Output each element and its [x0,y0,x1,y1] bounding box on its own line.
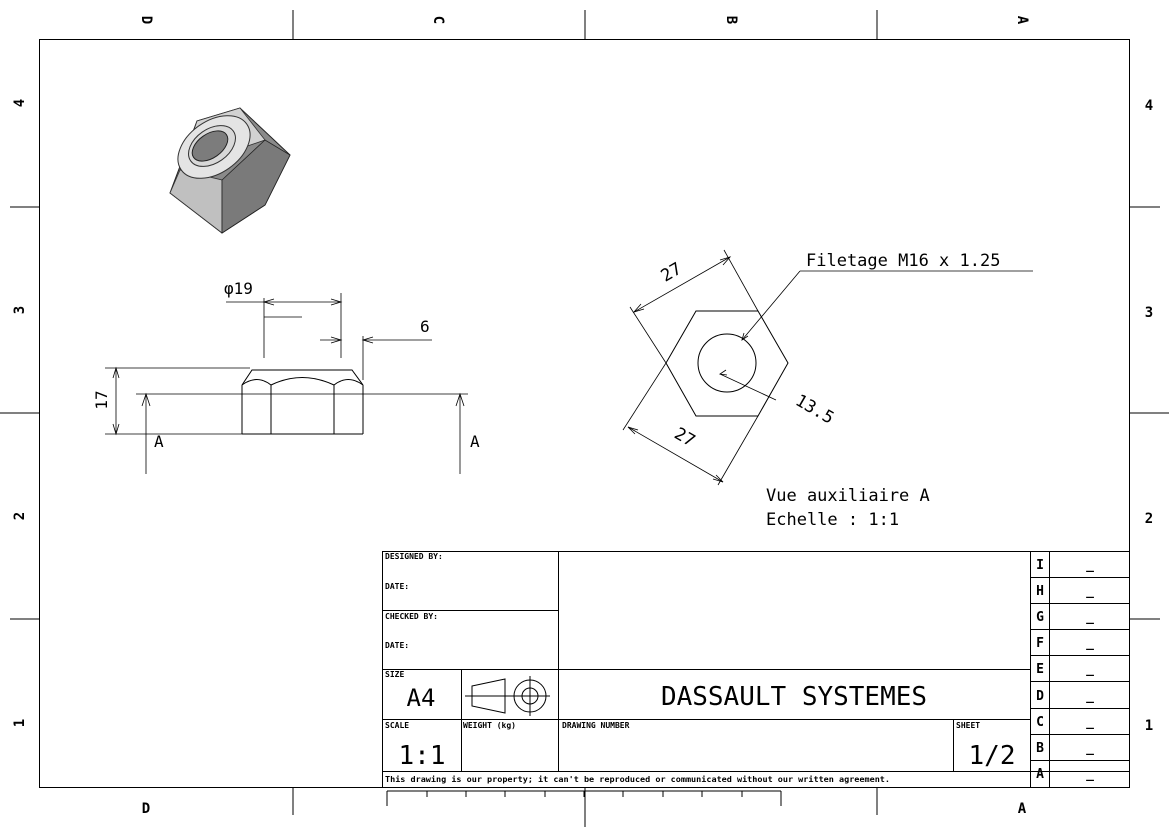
auxiliary-view-dimensions [622,249,1033,486]
date-label: DATE: [385,582,409,591]
flats-dimension-top: 27 [658,259,686,287]
zone-number-left: 1 [12,719,28,727]
thread-callout: Filetage M16 x 1.25 [806,251,1000,271]
zone-ticks [0,10,1169,827]
view-caption-name: Vue auxiliaire A [766,486,930,506]
revision-value: _ [1086,584,1094,599]
revision-value: _ [1086,610,1094,625]
weight-label: WEIGHT (kg) [463,721,516,730]
revision-value: _ [1086,767,1094,782]
zone-number-left: 4 [12,99,28,107]
revision-letter: H [1036,584,1044,599]
drawing-number-label: DRAWING NUMBER [562,721,630,730]
zone-letter-bottom: A [1018,801,1027,817]
date-label: DATE: [385,641,409,650]
height-dimension: 17 [92,390,111,409]
property-notice: This drawing is our property; it can't b… [385,774,890,784]
revision-letter: F [1036,636,1044,651]
size-label: SIZE [385,670,404,679]
sheet-value: 1/2 [969,741,1016,771]
zone-letter-bottom: D [142,801,150,817]
zone-number-right: 1 [1145,718,1153,734]
isometric-nut-view[interactable] [166,103,291,234]
revision-value: _ [1086,715,1094,730]
revision-letter: C [1036,715,1044,730]
zone-number-right: 4 [1145,98,1153,114]
diameter-dimension: φ19 [224,279,253,298]
zone-letter-top: D [138,16,154,24]
zone-number-right: 3 [1145,305,1153,321]
projection-symbol-icon [465,676,550,716]
zone-number-left: 3 [12,306,28,314]
scale-bar [386,790,782,806]
company-name: DASSAULT SYSTEMES [661,682,927,712]
revision-value: _ [1086,689,1094,704]
zone-number-right: 2 [1145,511,1153,527]
revision-value: _ [1086,558,1094,573]
front-view[interactable] [241,369,364,435]
zone-number-left: 2 [12,512,28,520]
auxiliary-view[interactable] [665,310,789,417]
view-caption-scale: Echelle : 1:1 [766,510,899,530]
revision-letter: B [1036,741,1044,756]
section-label-right: A [470,432,480,451]
revision-value: _ [1086,662,1094,677]
revision-letter: G [1036,610,1044,625]
sheet-label: SHEET [956,721,980,730]
front-view-dimensions [105,293,468,474]
revision-letter: A [1036,767,1044,782]
flats-dimension-bottom: 27 [671,424,699,452]
scale-value: 1:1 [399,741,446,771]
section-label-left: A [154,432,164,451]
revision-value: _ [1086,636,1094,651]
revision-letter: E [1036,662,1044,677]
scale-label: SCALE [385,721,409,730]
size-value: A4 [407,684,436,712]
zone-letter-top: B [723,16,739,24]
designed-by-label: DESIGNED BY: [385,552,443,561]
title-block [382,551,1130,788]
radius-dimension: 13.5 [792,391,837,429]
revision-value: _ [1086,741,1094,756]
revision-letter: D [1036,689,1044,704]
checked-by-label: CHECKED BY: [385,612,438,621]
zone-letter-top: A [1014,16,1030,25]
chamfer-dimension: 6 [420,317,430,336]
zone-letter-top: C [430,16,446,24]
revision-letter: I [1036,558,1044,573]
